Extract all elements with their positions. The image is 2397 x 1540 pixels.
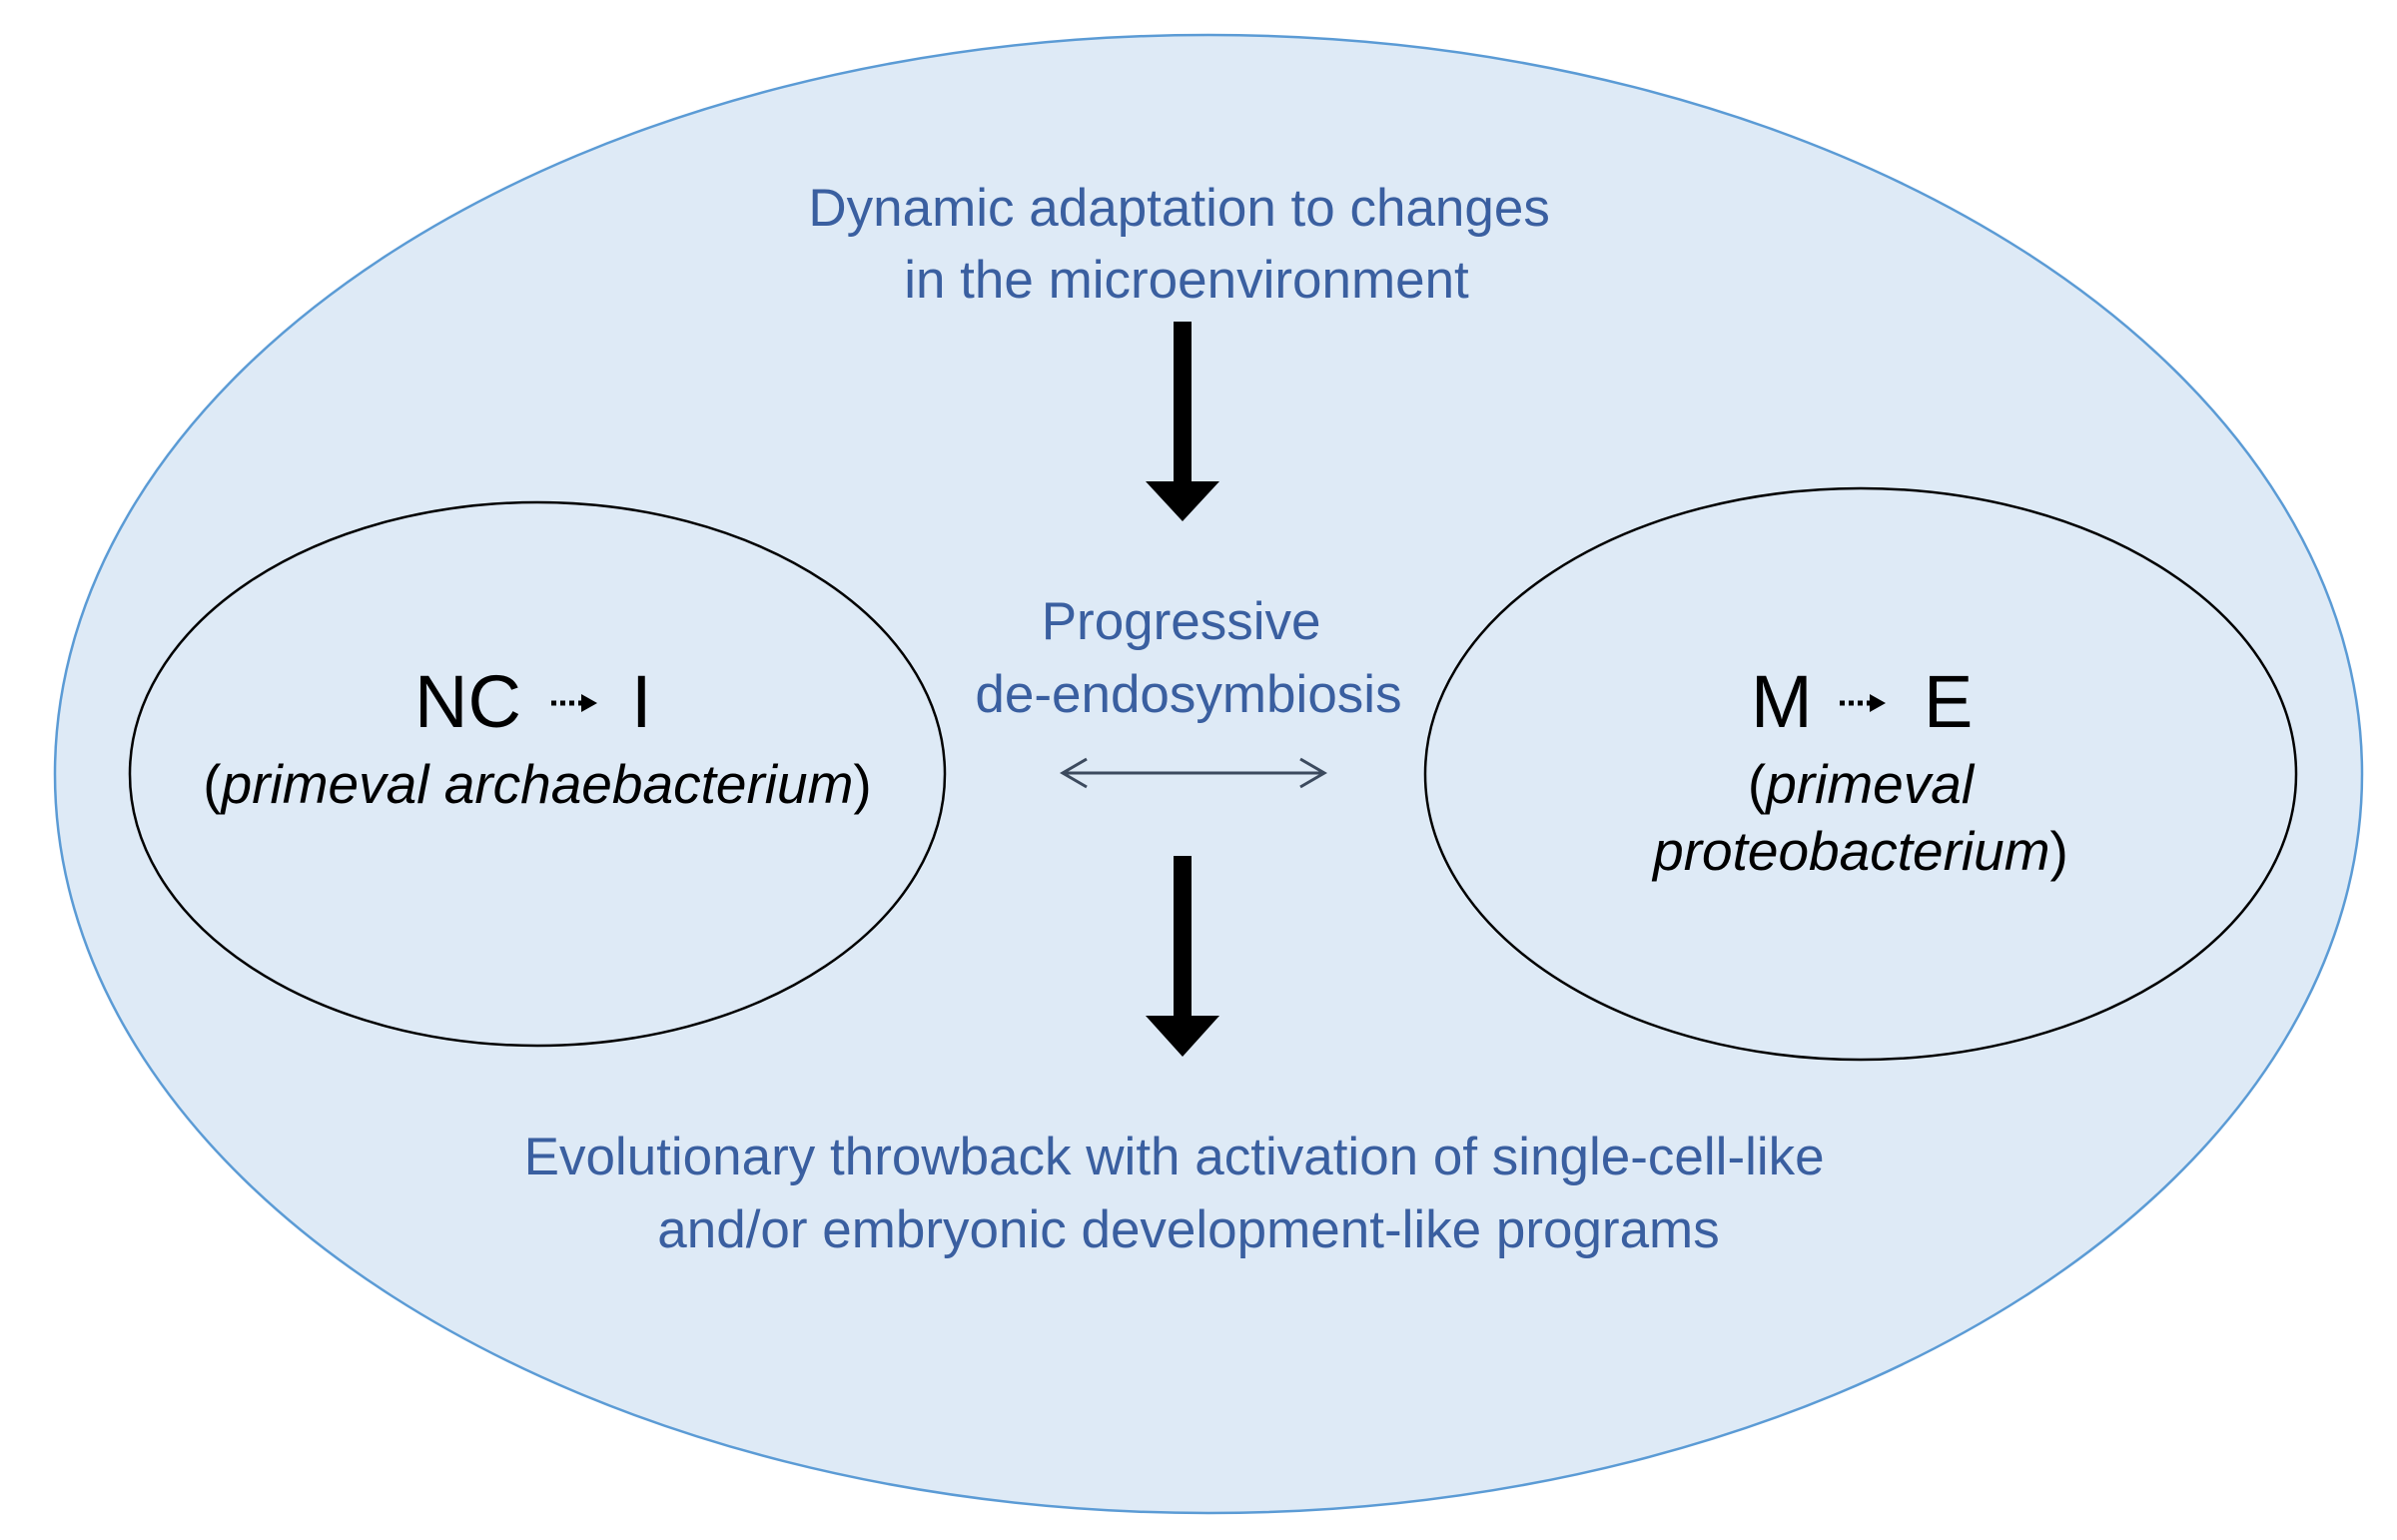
left-cell-ellipse <box>128 500 947 1048</box>
center-text-line2: de-endosymbiosis <box>975 665 1401 724</box>
right-cell-label: M E (primeval proteobacterium) <box>1651 660 2068 882</box>
top-text: Dynamic adaptation to changes in the mic… <box>808 179 1564 310</box>
left-cell-from: NC <box>414 660 521 743</box>
right-cell-ellipse <box>1423 486 2298 1062</box>
right-cell-name-line1: (primeval <box>1748 753 1976 815</box>
center-text: Progressive de-endosymbiosis <box>975 592 1401 724</box>
top-down-arrow <box>1146 322 1219 521</box>
left-cell-to: I <box>631 660 652 743</box>
left-cell-label: NC I (primeval archaebacterium) <box>203 660 871 815</box>
double-headed-arrow-icon <box>1060 757 1327 789</box>
right-cell-to: E <box>1924 660 1973 743</box>
left-cell-name: (primeval archaebacterium) <box>203 753 871 815</box>
right-dotted-arrow-icon <box>1840 694 1886 712</box>
left-cell-transition: NC <box>414 660 521 743</box>
center-text-line1: Progressive <box>1042 592 1321 651</box>
top-text-line1: Dynamic adaptation to changes <box>808 179 1549 238</box>
right-cell-name-line2: proteobacterium) <box>1651 820 2068 882</box>
left-dotted-arrow-icon <box>551 694 597 712</box>
bottom-text-line2: and/or embryonic development-like progra… <box>657 1200 1719 1259</box>
bottom-text-line1: Evolutionary throwback with activation o… <box>524 1128 1825 1186</box>
bottom-text: Evolutionary throwback with activation o… <box>524 1128 1840 1259</box>
right-cell-from: M <box>1751 660 1813 743</box>
top-text-line2: in the microenvironment <box>904 251 1469 310</box>
bottom-down-arrow <box>1146 856 1219 1057</box>
